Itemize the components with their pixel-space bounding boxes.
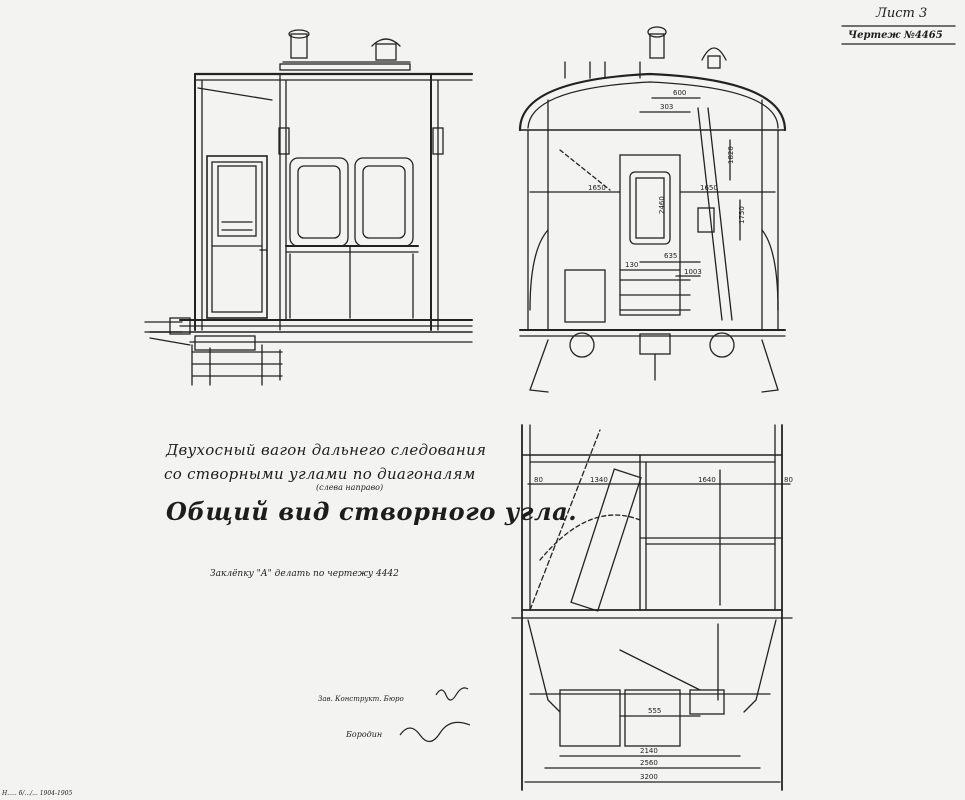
archive-stamp: Н..... б/.../... 1904-1905 [2,790,73,797]
drawing-number: Чертеж №4465 [848,30,943,41]
signature-line-2: Бородин [346,730,383,739]
dim-130: 130 [625,261,638,269]
dimension-labels: 600 303 1650 1650 1820 2460 1750 635 130… [534,89,793,781]
dim-635: 635 [664,252,677,260]
title-note: (слева направо) [316,483,384,492]
dim-1003: 1003 [684,268,702,276]
dim-303: 303 [660,103,673,111]
plan-view [511,424,793,791]
dim-600: 600 [673,89,686,97]
title-line-2: со створными углами по диагоналям [164,465,476,483]
dim-1820: 1820 [727,146,735,164]
dim-1650-right: 1650 [700,184,718,192]
dim-1750: 1750 [738,206,746,224]
dim-2140: 2140 [640,747,658,755]
dim-555: 555 [648,707,661,715]
title-main: Общий вид створного угла. [166,497,578,526]
title-line-1: Двухосный вагон дальнего следования [166,441,487,459]
dim-80-left: 80 [534,476,543,484]
rivet-remark: Заклёпку "А" делать по чертежу 4442 [210,569,399,579]
dim-2560: 2560 [640,759,658,767]
dim-2460: 2460 [658,196,666,214]
dim-1650-left: 1650 [588,184,606,192]
dim-1340: 1340 [590,476,608,484]
sheet-number: Лист 3 [876,6,928,21]
side-elevation-view [144,29,474,386]
drawing-number-box [841,25,956,45]
signature-line-1: Зав. Конструкт. Бюро [318,695,404,703]
dim-1640: 1640 [698,476,716,484]
signature-marks [399,687,471,743]
end-view [518,26,787,393]
dim-80-right: 80 [784,476,793,484]
dim-3200: 3200 [640,773,658,781]
